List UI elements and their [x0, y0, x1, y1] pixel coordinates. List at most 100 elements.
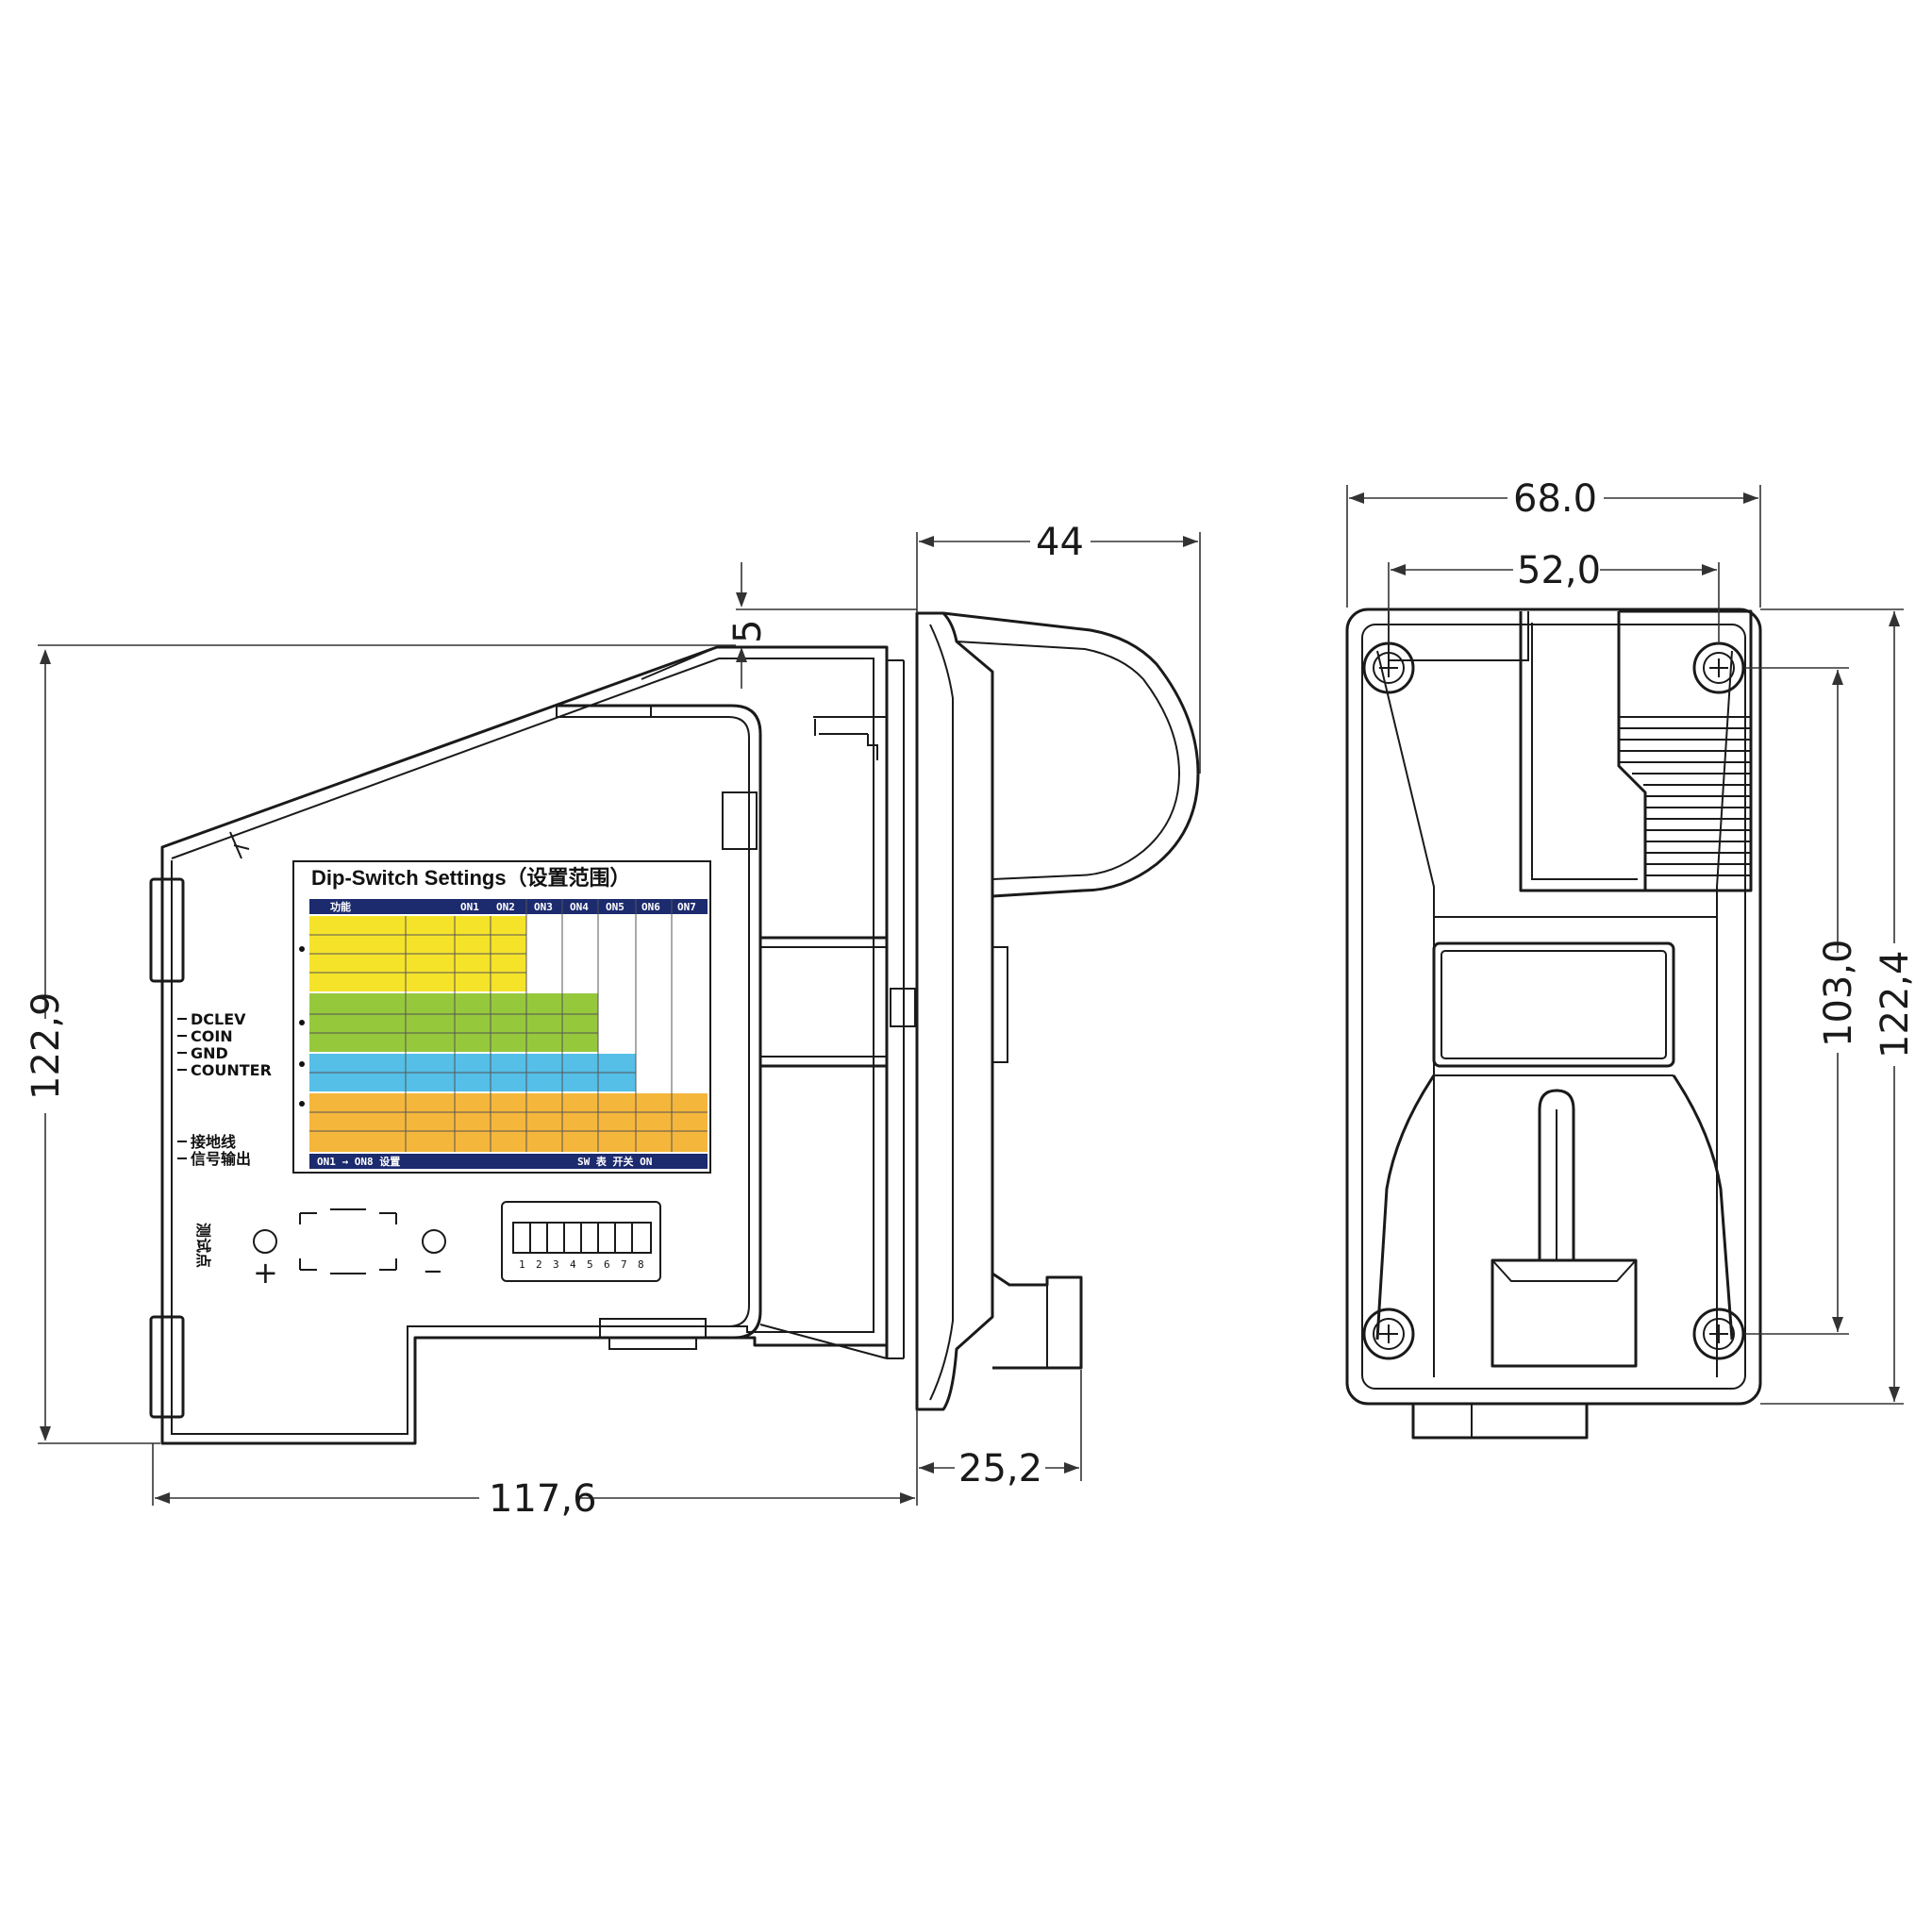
- arrow-25-left: [919, 1462, 934, 1474]
- side-cover-plate-inner: [557, 716, 750, 1327]
- arrow-122-9-bottom: [40, 1426, 51, 1441]
- minus-sign: −: [423, 1257, 443, 1286]
- rail-center: [760, 946, 887, 1058]
- dip-num-4: 4: [570, 1258, 576, 1271]
- bottom-tab: [599, 1318, 707, 1339]
- dim-front-width-outer: 68.0: [1513, 477, 1597, 521]
- lower-label-1: 信号输出: [191, 1150, 251, 1168]
- cover-clip: [722, 791, 758, 850]
- pin-label-2: GND: [191, 1044, 228, 1062]
- guide-top: [813, 716, 887, 735]
- band-green: [309, 993, 598, 1052]
- connector-post-inner: [887, 659, 905, 1359]
- dimension-lines: 122,9 5 44 117,6 25,2: [25, 477, 1917, 1521]
- pin-labels: DCLEV COIN GND COUNTER 接地线 信号输出 测试点: [191, 1010, 272, 1268]
- dim-front-height: 122,4: [1874, 950, 1917, 1058]
- return-pocket-inner: [1491, 1259, 1637, 1282]
- table-footer-right: SW 表 开关 ON: [577, 1155, 652, 1168]
- table-footer-text: ON1 → ON8 设置: [317, 1155, 400, 1168]
- th-4: ON4: [570, 901, 589, 913]
- coin-cup: [942, 611, 1200, 898]
- dip-num-7: 7: [621, 1258, 627, 1271]
- left-chamfer: [1376, 650, 1435, 1377]
- th-5: ON5: [606, 901, 625, 913]
- bottom-foot: [1411, 1404, 1589, 1440]
- pin-label-1: COIN: [191, 1027, 233, 1045]
- bottom-tab-foot: [608, 1337, 697, 1350]
- dip-num-6: 6: [604, 1258, 610, 1271]
- side-body-inner: [171, 658, 874, 1435]
- arrow-5-top: [736, 592, 747, 608]
- dip-switch-block: [501, 1201, 661, 1282]
- th-6: ON6: [641, 901, 660, 913]
- side-body-outline: [160, 645, 889, 1445]
- plus-sign: +: [253, 1255, 278, 1291]
- table-bands: [309, 916, 708, 1169]
- dim-flange-depth: 25,2: [958, 1447, 1042, 1491]
- left-connector-bottom: [149, 1315, 185, 1419]
- table-header-bar: [309, 899, 708, 914]
- flange-side-latch: [991, 946, 1008, 1063]
- coin-cup-inner: [956, 641, 1181, 880]
- arrow-122-4-bottom: [1889, 1387, 1900, 1402]
- th-0: 功能: [330, 900, 351, 913]
- arrow-117-right: [900, 1492, 915, 1504]
- dim-front-depth: 44: [1036, 521, 1084, 564]
- led-right: [422, 1229, 446, 1254]
- lower-funnel: [1375, 1074, 1734, 1341]
- vertical-label: 测试点: [194, 1223, 212, 1268]
- dip-num-1: 1: [519, 1258, 525, 1271]
- th-3: ON3: [534, 901, 553, 913]
- pin-label-0: DCLEV: [191, 1010, 246, 1028]
- cover-top-tab: [556, 705, 652, 718]
- arrow-25-right: [1064, 1462, 1079, 1474]
- arrow-5-bottom: [736, 647, 747, 662]
- arrow-52-right: [1702, 564, 1717, 575]
- display-window-inner: [1441, 950, 1667, 1059]
- arrow-103-top: [1832, 670, 1843, 685]
- front-outline: [1345, 608, 1762, 1406]
- dip-switch-dividers: [529, 1223, 633, 1253]
- arrow-44-right: [1183, 536, 1198, 547]
- left-connector-top: [149, 877, 185, 983]
- dip-numbers: 1 2 3 4 5 6 7 8: [519, 1258, 644, 1271]
- arrow-68-left: [1349, 492, 1364, 504]
- return-pocket: [1491, 1258, 1638, 1368]
- top-left-pin: [229, 831, 250, 859]
- lower-label-0: 接地线: [191, 1133, 236, 1151]
- hole-top-right: [1692, 641, 1745, 694]
- hole-bottom-left: [1362, 1307, 1415, 1360]
- dip-num-8: 8: [638, 1258, 644, 1271]
- front-inner: [1361, 624, 1746, 1390]
- side-cover-plate: [557, 704, 762, 1340]
- pin-ticks: [177, 1018, 187, 1159]
- row-markers: [299, 946, 305, 1107]
- table-footer-bar: [309, 1154, 708, 1169]
- arrow-117-left: [155, 1492, 170, 1504]
- dim-total-length: 117,6: [489, 1477, 597, 1521]
- display-window: [1432, 941, 1675, 1068]
- dip-num-2: 2: [536, 1258, 542, 1271]
- return-lever: [1538, 1089, 1575, 1260]
- arrow-122-9-top: [40, 649, 51, 664]
- front-view: [1345, 608, 1762, 1440]
- band-orange: [309, 1093, 708, 1152]
- flange-outline: [915, 611, 994, 1411]
- top-hook: [814, 719, 878, 760]
- dim-front-width-inner: 52,0: [1517, 549, 1601, 592]
- flange-lower-block: [991, 1272, 1083, 1370]
- arrow-68-right: [1743, 492, 1758, 504]
- arrow-103-bottom: [1832, 1317, 1843, 1332]
- th-1: ON1: [460, 901, 479, 913]
- dim-hole-spacing: 103,0: [1817, 939, 1860, 1047]
- side-top-step: [641, 646, 718, 680]
- arrow-122-4-top: [1889, 611, 1900, 626]
- table-grid: [309, 899, 708, 1152]
- display-frame: [299, 1208, 397, 1274]
- th-7: ON7: [677, 901, 696, 913]
- pin-label-3: COUNTER: [191, 1061, 272, 1079]
- dim-gap: 5: [726, 620, 770, 643]
- arrow-44-left: [919, 536, 934, 547]
- ribs: [1619, 716, 1751, 876]
